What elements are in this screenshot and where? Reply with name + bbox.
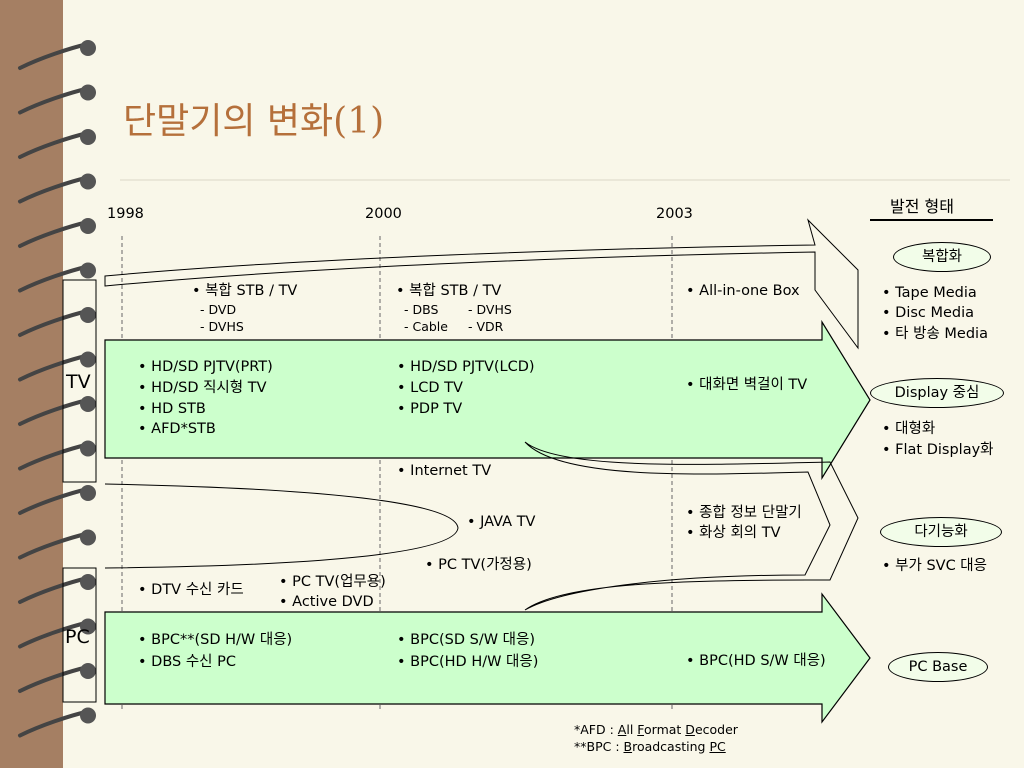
pc-c2-item: • BPC(HD H/W 대응) <box>397 654 539 670</box>
ring-hole <box>80 618 96 635</box>
footnote-bpc: **BPC : Broadcasting PC <box>574 739 726 754</box>
group1-item: • Tape Media <box>882 285 977 301</box>
ring-hole <box>80 307 96 323</box>
composite-c2-sub2: - Cable <box>404 319 448 334</box>
ring-hole <box>80 440 96 457</box>
ring-hole <box>80 218 96 234</box>
group3-item: • 부가 SVC 대응 <box>882 558 987 574</box>
pc-arrow <box>104 592 871 724</box>
composite-c2-sub4: - VDR <box>468 319 504 334</box>
composite-c3: • All-in-one Box <box>686 283 800 299</box>
internet-tv: • Internet TV <box>397 463 492 479</box>
ring-hole <box>80 262 96 279</box>
tv-label: TV <box>66 371 91 393</box>
active-dvd: • Active DVD <box>279 594 374 610</box>
group1-item: • 타 방송 Media <box>882 326 988 342</box>
pc-bracket <box>62 567 97 703</box>
spiral-ring <box>18 487 90 515</box>
spiral-ring <box>18 309 90 337</box>
pc-c1-item: • BPC**(SD H/W 대응) <box>138 632 293 648</box>
year-2000: 2000 <box>365 206 402 222</box>
composite-c1-sub2: - DVHS <box>200 319 244 334</box>
right-header: 발전 형태 <box>890 197 954 216</box>
group1-item: • Disc Media <box>882 305 975 321</box>
pc-c1-item: • DBS 수신 PC <box>138 654 236 670</box>
spiral-ring <box>18 220 90 248</box>
tv-arrow <box>104 319 871 481</box>
spiral-ring <box>18 531 90 560</box>
ring-hole <box>80 485 96 501</box>
pc-c2-item: • BPC(SD S/W 대응) <box>397 632 535 648</box>
spiral-ring <box>18 398 90 426</box>
oval-multifunction: 다기능화 <box>880 517 1002 547</box>
composite-c1: • 복합 STB / TV <box>192 283 298 299</box>
ring-hole <box>80 173 96 190</box>
composite-c2-sub3: - DVHS <box>468 302 512 317</box>
tv-c2-item: • LCD TV <box>397 380 463 396</box>
tv-c1-item: • HD STB <box>138 401 206 417</box>
tv-c1-item: • HD/SD 직시형 TV <box>138 380 267 396</box>
year-2003: 2003 <box>656 206 693 222</box>
ring-hole <box>80 574 96 590</box>
tv-bracket <box>62 279 97 483</box>
ring-hole <box>80 40 96 56</box>
spiral-ring <box>18 709 90 738</box>
spiral-ring <box>18 86 90 115</box>
spiral-ring <box>18 131 90 159</box>
oval-composite: 복합화 <box>893 242 991 272</box>
composite-c2: • 복합 STB / TV <box>396 283 502 299</box>
spiral-ring <box>18 264 90 293</box>
spiral-ring <box>18 665 90 693</box>
tv-c2-item: • HD/SD PJTV(LCD) <box>397 359 535 375</box>
page-title: 단말기의 변화(1) <box>123 101 385 142</box>
year-1998: 1998 <box>107 206 144 222</box>
ring-hole <box>80 129 96 145</box>
tv-c1-item: • AFD*STB <box>138 421 216 437</box>
spiral-ring <box>18 175 90 204</box>
tv-c1-item: • HD/SD PJTV(PRT) <box>138 359 273 375</box>
pc-tv-work: • PC TV(업무용) <box>279 574 386 590</box>
group2-item: • 대형화 <box>882 421 936 437</box>
ring-hole <box>80 707 96 724</box>
ring-hole <box>80 84 96 101</box>
composite-arrow <box>104 218 859 350</box>
pc-label: PC <box>65 626 90 648</box>
tv-c3-item: • 대화면 벽걸이 TV <box>686 377 808 393</box>
spiral-ring <box>18 442 90 471</box>
spiral-ring <box>18 576 90 604</box>
spiral-binding <box>18 40 96 738</box>
ring-hole <box>80 396 96 412</box>
multifunction-arrow <box>524 441 859 611</box>
loop-curve <box>104 483 459 569</box>
ring-hole <box>80 529 96 546</box>
ring-hole <box>80 351 96 368</box>
java-tv: • JAVA TV <box>467 514 536 530</box>
oval-display: Display 중심 <box>870 378 1004 408</box>
composite-c2-sub1: - DBS <box>404 302 439 317</box>
footnote-afd: *AFD : All Format Decoder <box>574 722 738 737</box>
pc-tv-home: • PC TV(가정용) <box>425 557 532 573</box>
tv-c2-item: • PDP TV <box>397 401 463 417</box>
spiral-ring <box>18 42 90 70</box>
pc-c3-item: • BPC(HD S/W 대응) <box>686 653 826 669</box>
dtv-card: • DTV 수신 카드 <box>138 582 244 598</box>
ring-hole <box>80 663 96 679</box>
info-terminal: • 종합 정보 단말기 <box>686 505 802 521</box>
oval-pc-base: PC Base <box>888 652 988 682</box>
composite-c1-sub1: - DVD <box>200 302 237 317</box>
group2-item: • Flat Display화 <box>882 442 994 458</box>
video-conf-tv: • 화상 회의 TV <box>686 525 781 541</box>
